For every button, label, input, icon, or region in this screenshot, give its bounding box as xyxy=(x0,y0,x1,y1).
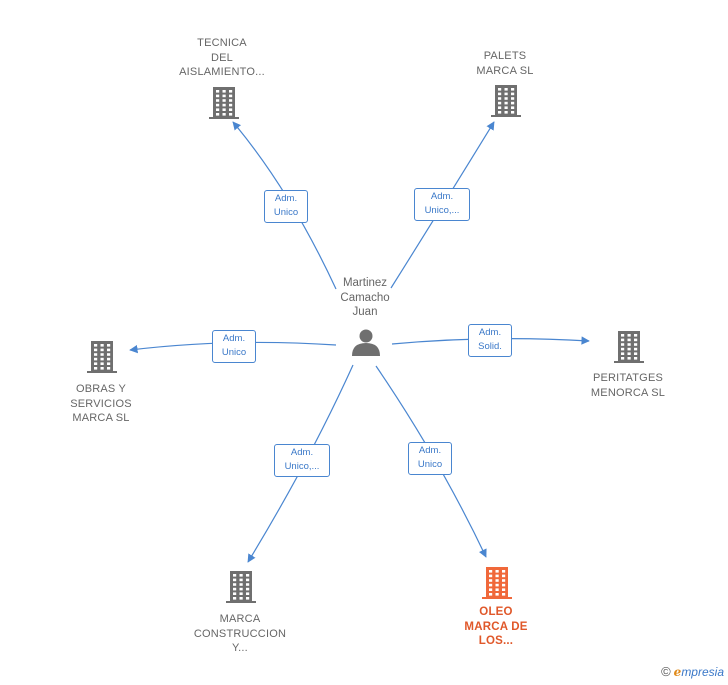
edge-role-line: Adm. xyxy=(222,333,246,344)
brand-watermark: ©empresia xyxy=(661,664,724,679)
edge-role-line: Unico xyxy=(273,207,299,218)
building-icon xyxy=(491,85,521,117)
edge-role-line: Unico,... xyxy=(284,461,320,472)
edge-role-line: Adm. xyxy=(478,327,502,338)
edge-role-line: Solid. xyxy=(478,341,502,352)
company-label-line: PALETS xyxy=(483,50,527,62)
company-oleo-label[interactable]: OLEO MARCA DE LOS... xyxy=(436,605,556,649)
company-tecnica-label[interactable]: TECNICA DEL AISLAMIENTO... xyxy=(162,36,282,80)
building-icon xyxy=(209,87,239,119)
company-label-line: SERVICIOS xyxy=(70,397,132,410)
edge-role-line: Adm. xyxy=(418,445,442,456)
edge-role-line: Unico xyxy=(417,459,443,470)
edge-role-line: Adm. xyxy=(430,191,454,202)
edge-role-label-construccion[interactable]: Adm. Unico,... xyxy=(274,444,330,477)
edge-role-label-palets[interactable]: Adm. Unico,... xyxy=(414,188,470,221)
edge-role-line: Unico xyxy=(221,347,247,358)
edge-role-line: Adm. xyxy=(290,447,314,458)
company-label-line: DEL xyxy=(211,51,233,64)
edge-role-line: Adm. xyxy=(274,193,298,204)
company-label-line: MARCA SL xyxy=(476,64,534,77)
company-label-line: LOS... xyxy=(478,635,514,647)
person-name-line: Martinez xyxy=(342,277,388,289)
brand-logo-e: e xyxy=(673,665,682,679)
edge-role-label-obras[interactable]: Adm. Unico xyxy=(212,330,256,363)
copyright-icon: © xyxy=(661,664,671,679)
company-label-line: MARCA xyxy=(219,613,261,625)
building-icon xyxy=(87,341,117,373)
company-peritatges-label[interactable]: PERITATGES MENORCA SL xyxy=(568,371,688,400)
company-label-line: MARCA DE xyxy=(464,620,528,633)
edge-role-label-oleo[interactable]: Adm. Unico xyxy=(408,442,452,475)
company-label-line: TECNICA xyxy=(197,37,247,49)
company-label-line: OLEO xyxy=(479,606,513,618)
edge-role-line: Unico,... xyxy=(424,205,460,216)
company-label-line: CONSTRUCCION xyxy=(193,627,287,640)
building-icon xyxy=(614,331,644,363)
company-label-line: MARCA SL xyxy=(72,412,130,424)
brand-name: mpresia xyxy=(681,665,724,679)
building-icon xyxy=(482,567,512,599)
company-label-line: OBRAS Y xyxy=(75,383,127,395)
person-name-line: Camacho xyxy=(340,291,390,304)
company-label-line: PERITATGES xyxy=(592,372,664,384)
company-construccion-label[interactable]: MARCA CONSTRUCCION Y... xyxy=(180,612,300,656)
person-icon xyxy=(352,329,380,356)
company-label-line: AISLAMIENTO... xyxy=(179,66,265,78)
edge-role-label-peritatges[interactable]: Adm. Solid. xyxy=(468,324,512,357)
company-label-line: MENORCA SL xyxy=(590,386,666,399)
company-obras-label[interactable]: OBRAS Y SERVICIOS MARCA SL xyxy=(41,382,161,426)
edge-role-label-tecnica[interactable]: Adm. Unico xyxy=(264,190,308,223)
company-label-line: Y... xyxy=(232,642,248,654)
building-icon xyxy=(226,571,256,603)
company-palets-label[interactable]: PALETS MARCA SL xyxy=(445,49,565,78)
person-name-line: Juan xyxy=(352,306,378,318)
